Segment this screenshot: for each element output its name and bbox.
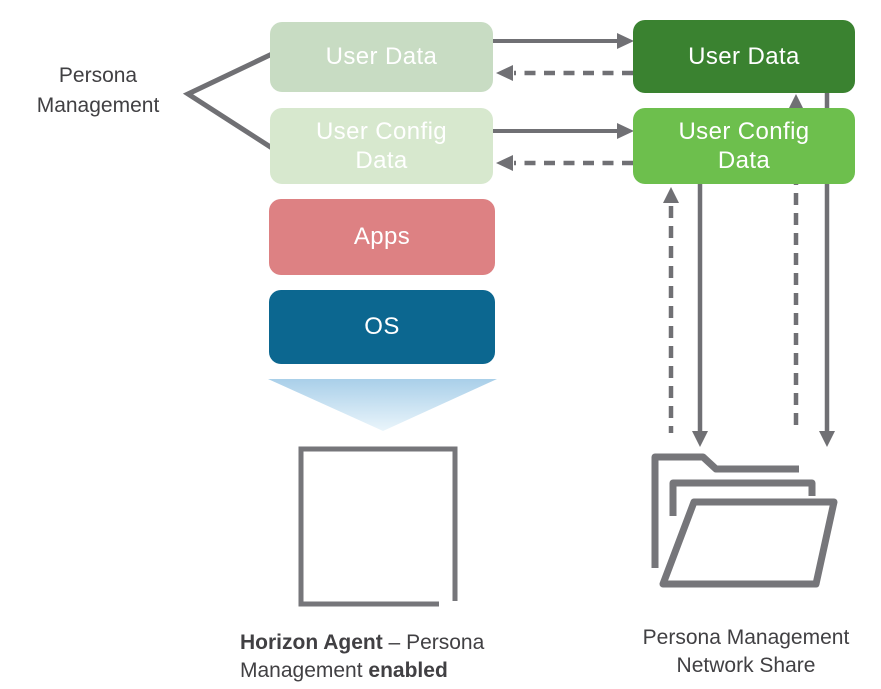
folder-back-layer <box>651 453 799 568</box>
solid-down-arrow-config-head <box>692 431 708 447</box>
folder-front-layer <box>659 498 838 588</box>
os-box: OS <box>269 290 495 364</box>
agent-caption-bold-start: Horizon Agent <box>240 631 383 654</box>
label-bracket-line <box>182 51 274 151</box>
agent-caption-bold-end: enabled <box>368 659 448 682</box>
share-user-data-box: User Data <box>633 20 855 93</box>
dashed-up-arrow-config-head <box>663 187 679 203</box>
apps-box: Apps <box>269 199 495 275</box>
solid-arrow-user-data-head <box>617 33 634 49</box>
dashed-arrow-user-config-head <box>496 155 513 171</box>
folder-middle-layer <box>669 479 816 516</box>
share-user-config-data-box: User Config Data <box>633 108 855 184</box>
network-share-caption: Persona Management Network Share <box>642 626 850 677</box>
agent-caption-middle: – Persona Management <box>240 631 485 682</box>
solid-down-arrow-data-head <box>819 431 835 447</box>
dashed-up-arrow-data-head <box>788 94 804 110</box>
monitor-outline-icon <box>298 446 458 607</box>
solid-arrow-user-config-head <box>617 123 634 139</box>
dashed-arrow-user-data-head <box>496 65 513 81</box>
funnel-gradient-icon <box>268 379 497 431</box>
persona-management-label: Persona Management <box>36 64 160 117</box>
vm-user-data-box: User Data <box>270 22 493 92</box>
horizon-agent-caption: Horizon Agent – Persona Management enabl… <box>240 629 540 685</box>
folder-stack-icon <box>651 453 838 588</box>
vm-user-config-data-box: User Config Data <box>270 108 493 184</box>
